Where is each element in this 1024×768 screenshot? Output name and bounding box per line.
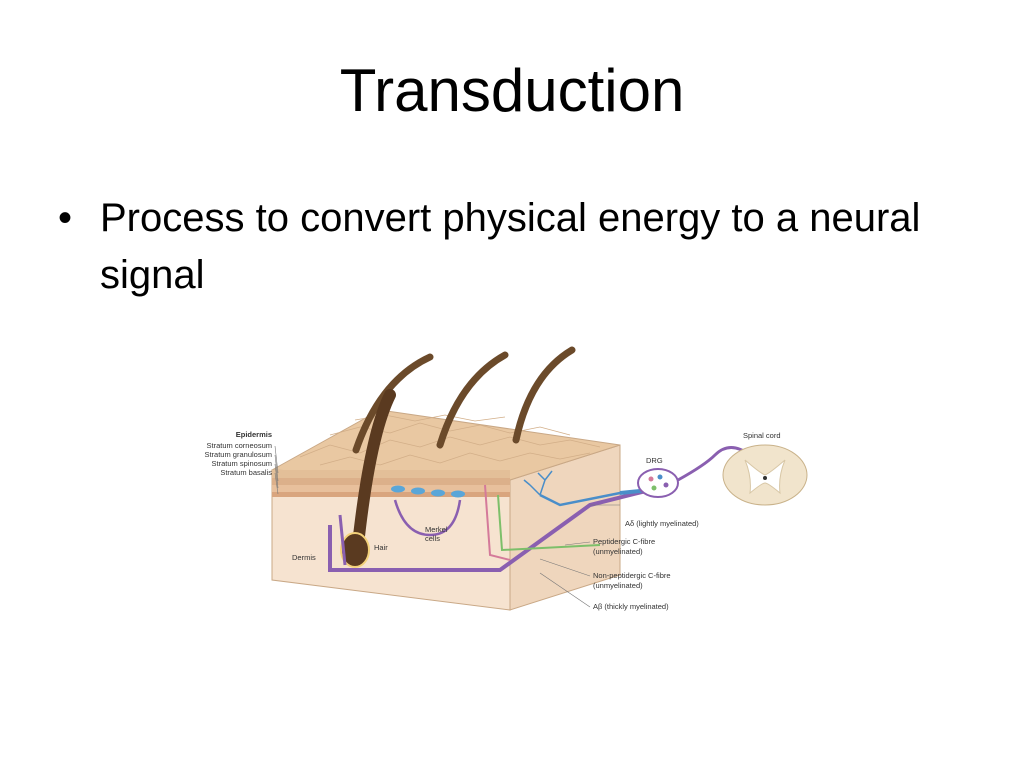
non-peptidergic-fibre bbox=[484, 484, 511, 561]
label-stratum-granulosum: Stratum granulosum bbox=[204, 450, 272, 459]
bullet-text: Process to convert physical energy to a … bbox=[100, 196, 921, 297]
peptidergic-fibre bbox=[497, 494, 601, 552]
hair-follicle-shaft bbox=[352, 389, 396, 551]
label-merkel-cells: cells bbox=[425, 534, 440, 543]
hair-follicle-bulb bbox=[340, 532, 370, 568]
stratum-corneosum-band bbox=[272, 470, 510, 478]
label-non-peptidergic-sub: (unmyelinated) bbox=[593, 581, 643, 590]
free-nerve-ending bbox=[523, 470, 553, 496]
hair-strand-icon bbox=[436, 351, 509, 449]
label-epidermis: Epidermis bbox=[236, 430, 272, 439]
spinal-central-canal bbox=[763, 476, 767, 480]
label-merkel: Merkel bbox=[425, 525, 448, 534]
skin-neuron-diagram: Epidermis Stratum corneosum Stratum gran… bbox=[204, 346, 808, 611]
drg-cell-icon bbox=[657, 474, 663, 480]
central-axon bbox=[677, 446, 751, 482]
merkel-cell-icon bbox=[431, 489, 445, 497]
label-a-beta: Aβ (thickly myelinated) bbox=[593, 602, 669, 611]
merkel-cell-icon bbox=[451, 490, 465, 498]
label-dermis: Dermis bbox=[292, 553, 316, 562]
bullet-dot-icon: • bbox=[58, 196, 73, 240]
bullet-list: • Process to convert physical energy to … bbox=[58, 190, 958, 304]
merkel-cell-icon bbox=[411, 487, 425, 495]
merkel-fibre bbox=[393, 499, 462, 537]
label-a-delta: Aδ (lightly myelinated) bbox=[625, 519, 699, 528]
fibre-leader-lines bbox=[539, 504, 620, 608]
label-non-peptidergic: Non-peptidergic C-fibre bbox=[593, 571, 671, 580]
label-peptidergic-sub: (unmyelinated) bbox=[593, 547, 643, 556]
stratum-spinosum-band bbox=[272, 485, 510, 492]
bullet-item: • Process to convert physical energy to … bbox=[58, 190, 958, 304]
merkel-cell-icon bbox=[391, 485, 405, 493]
layer-leader-lines bbox=[274, 445, 279, 495]
drg-ganglion bbox=[637, 468, 679, 498]
stratum-basalis-band bbox=[272, 492, 510, 497]
label-stratum-basalis: Stratum basalis bbox=[220, 468, 272, 477]
drg-cell-icon bbox=[648, 476, 654, 482]
label-hair: Hair bbox=[374, 543, 388, 552]
label-stratum-corneosum: Stratum corneosum bbox=[207, 441, 272, 450]
drg-cell-icon bbox=[651, 485, 657, 491]
stratum-granulosum-band bbox=[272, 478, 510, 485]
label-peptidergic: Peptidergic C-fibre bbox=[593, 537, 655, 546]
a-beta-fibre bbox=[328, 488, 651, 572]
a-beta-fibre-branch bbox=[338, 514, 347, 566]
drg-cell-icon bbox=[663, 482, 669, 488]
slide-title: Transduction bbox=[339, 57, 685, 124]
label-drg: DRG bbox=[646, 456, 663, 465]
label-stratum-spinosum: Stratum spinosum bbox=[212, 459, 272, 468]
label-spinal-cord: Spinal cord bbox=[743, 431, 781, 440]
hair-strand-icon bbox=[512, 346, 576, 444]
